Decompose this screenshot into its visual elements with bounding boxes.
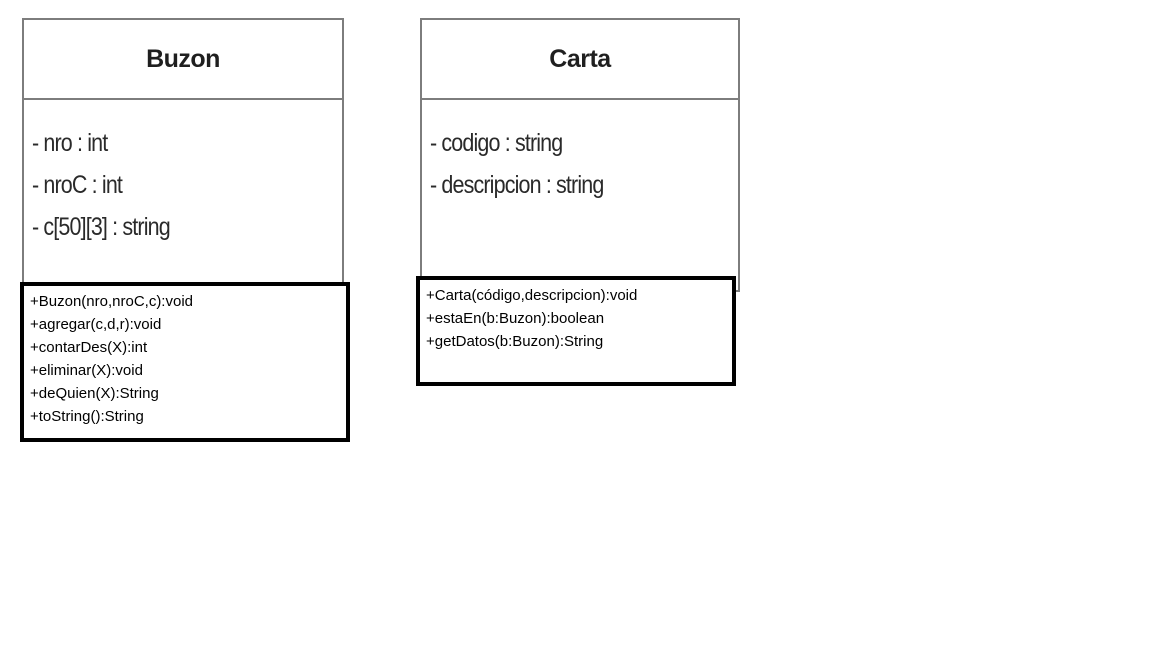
attribute: - codigo : string [430, 129, 563, 157]
class-carta-attributes: - codigo : string - descripcion : string [430, 122, 732, 206]
class-carta: Carta - codigo : string - descripcion : … [416, 18, 740, 388]
class-buzon-methods: +Buzon(nro,nroC,c):void +agregar(c,d,r):… [20, 282, 350, 442]
attribute: - descripcion : string [430, 171, 604, 199]
method: +eliminar(X):void [30, 362, 143, 379]
method: +contarDes(X):int [30, 339, 148, 356]
class-buzon: Buzon - nro : int - nroC : int - c[50][3… [20, 18, 352, 442]
method: +toString():String [30, 408, 144, 425]
method: +Carta(código,descripcion):void [426, 287, 638, 304]
class-carta-methods: +Carta(código,descripcion):void +estaEn(… [416, 276, 736, 386]
method: +getDatos(b:Buzon):String [426, 333, 604, 350]
method: +estaEn(b:Buzon):boolean [426, 310, 605, 327]
class-buzon-name: Buzon [24, 20, 342, 100]
class-buzon-attributes: - nro : int - nroC : int - c[50][3] : st… [32, 122, 336, 248]
method: +agregar(c,d,r):void [30, 316, 162, 333]
attribute: - nro : int [32, 129, 108, 157]
attribute: - c[50][3] : string [32, 213, 171, 241]
class-carta-box: Carta - codigo : string - descripcion : … [420, 18, 740, 292]
method: +deQuien(X):String [30, 385, 159, 402]
class-carta-name: Carta [422, 20, 738, 100]
class-buzon-box: Buzon - nro : int - nroC : int - c[50][3… [22, 18, 344, 292]
method: +Buzon(nro,nroC,c):void [30, 293, 193, 310]
attribute: - nroC : int [32, 171, 123, 199]
